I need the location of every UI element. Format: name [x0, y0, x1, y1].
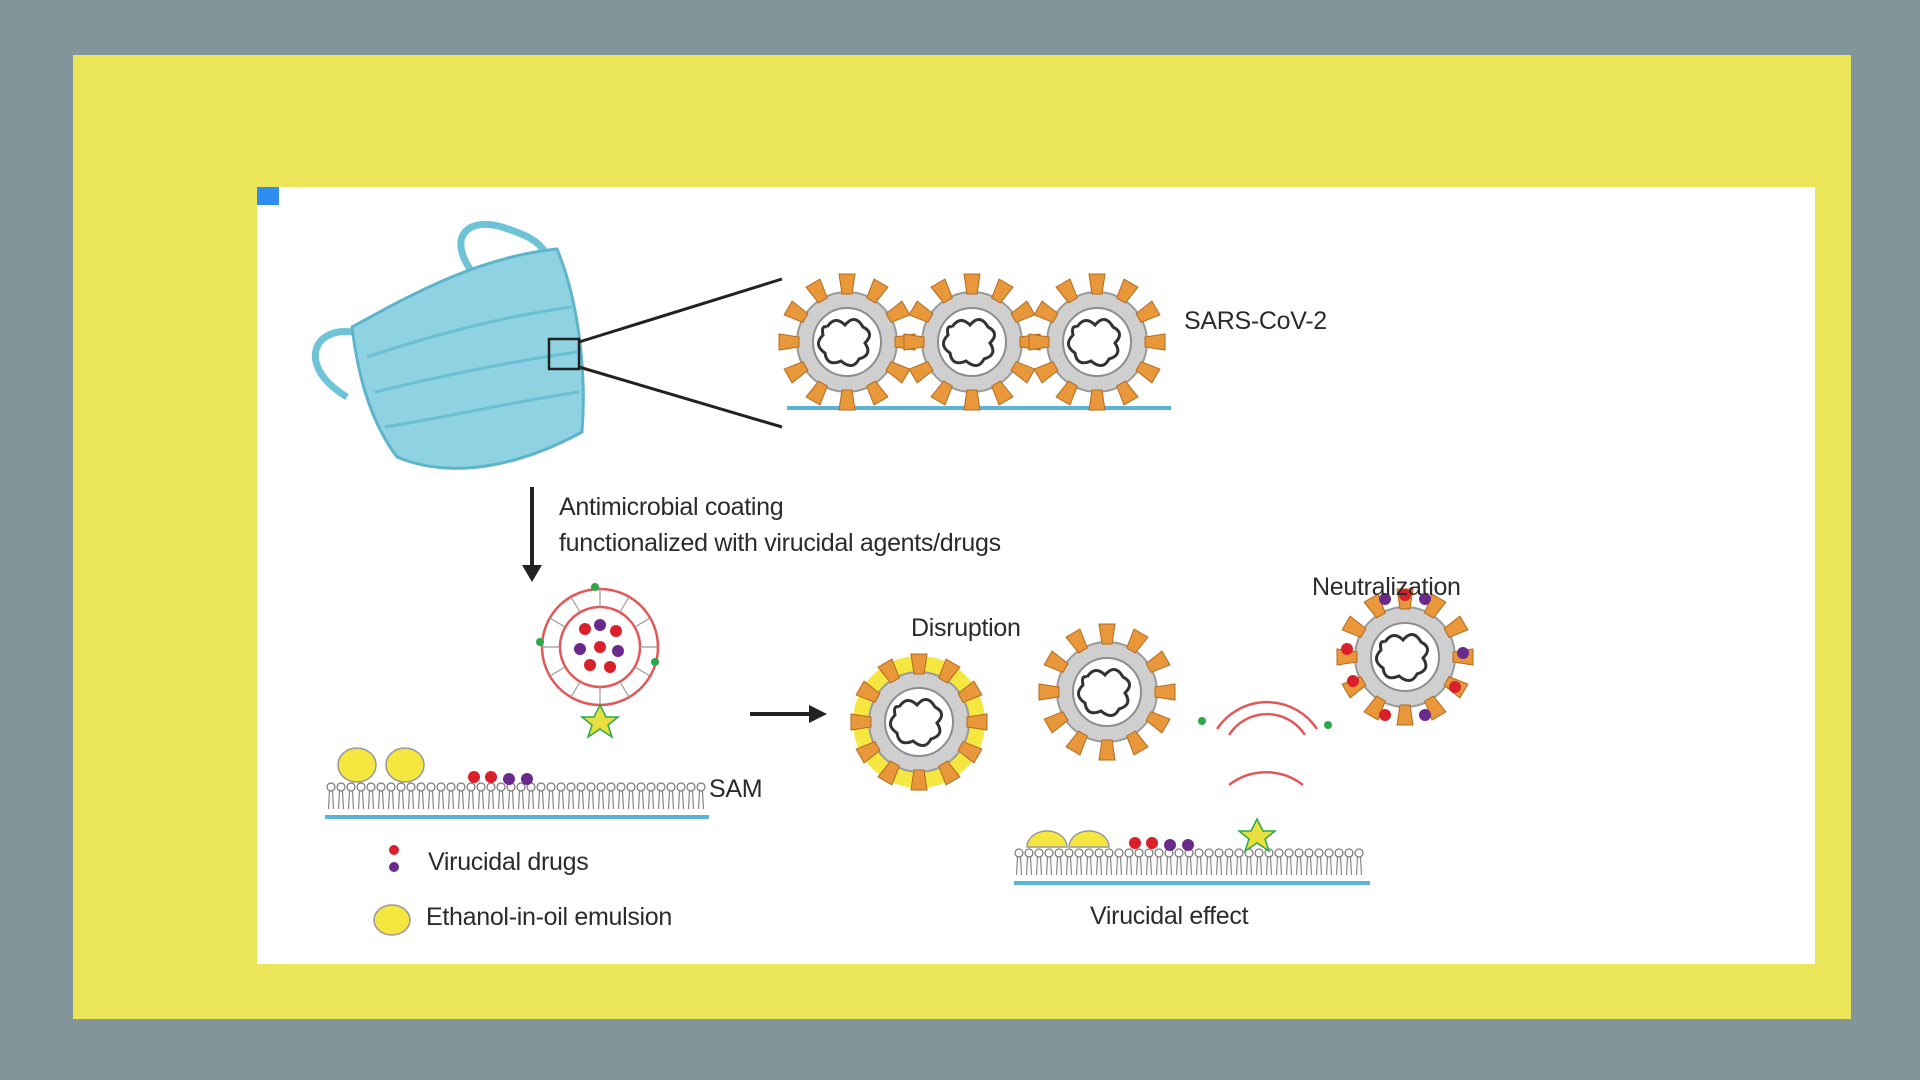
coating-label-line2: functionalized with virucidal agents/dru… [559, 529, 1001, 557]
neutralization-label: Neutralization [1312, 573, 1461, 601]
disrupted-virus [851, 654, 987, 790]
right-arrow [750, 705, 827, 723]
legend-drugs-label: Virucidal drugs [428, 848, 589, 876]
sam-layer-left [325, 747, 709, 819]
legend-emulsion-label: Ethanol-in-oil emulsion [426, 903, 673, 931]
diagram-canvas [311, 220, 1815, 936]
sam-layer-right [1014, 771, 1370, 885]
liposome-illustration [536, 583, 660, 739]
corner-mark [257, 187, 279, 205]
figure-card: SARS-CoV-2 Antimicrobial coating functio… [257, 187, 1815, 964]
fragmented-virus [1039, 624, 1175, 760]
face-mask-illustration [311, 220, 783, 470]
sam-label: SAM [709, 775, 763, 803]
coating-label-line1: Antimicrobial coating [559, 493, 784, 521]
virus-label: SARS-CoV-2 [1184, 307, 1327, 335]
legend-markers [373, 845, 411, 936]
liposome-fragment [1198, 700, 1332, 736]
disruption-label: Disruption [911, 614, 1021, 642]
result-label: Virucidal effect [1090, 902, 1249, 930]
neutralized-virus [1337, 589, 1473, 725]
virus-on-surface-group [779, 274, 1171, 410]
down-arrow [522, 487, 542, 582]
yellow-frame: SARS-CoV-2 Antimicrobial coating functio… [73, 55, 1851, 1019]
